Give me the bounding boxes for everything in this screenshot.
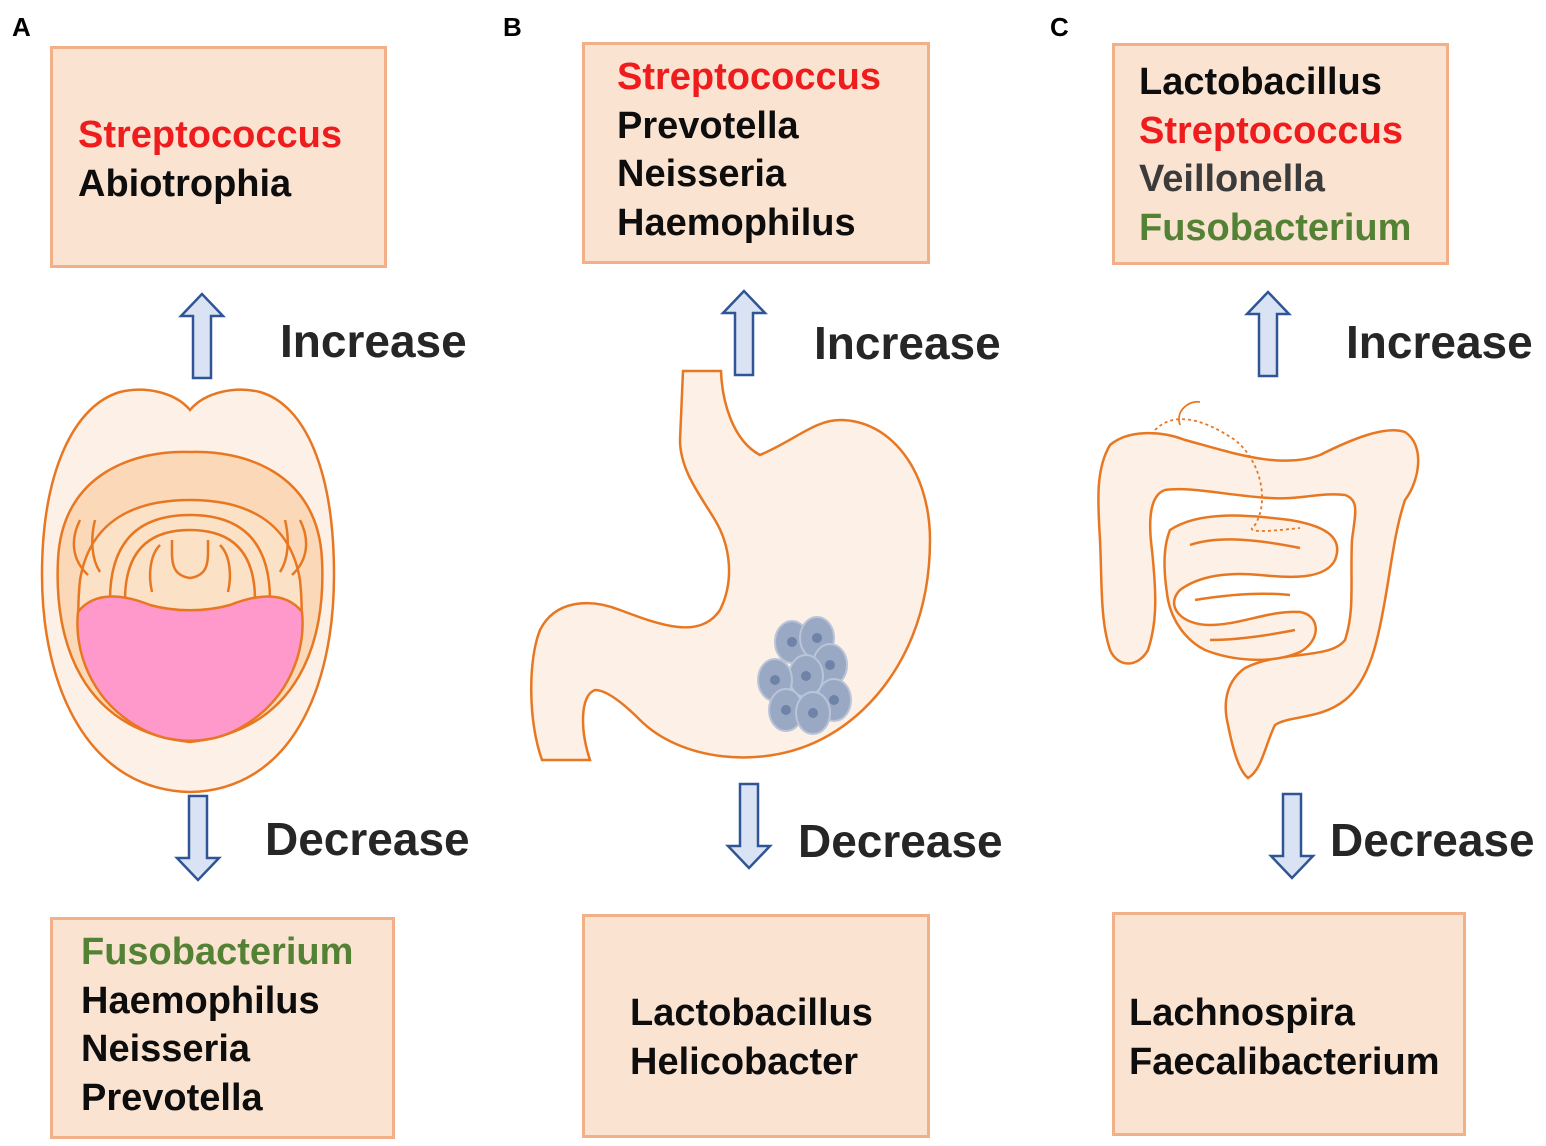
panel-label-a: A	[12, 12, 31, 42]
decrease-label: Decrease	[798, 815, 1003, 867]
decreased-genera-box-b: Lactobacillus Helicobacter	[582, 914, 930, 1138]
decreased-genera-box-a: Fusobacterium Haemophilus Neisseria Prev…	[50, 917, 395, 1139]
increase-arrow-icon	[179, 292, 225, 380]
increase-label: Increase	[1346, 316, 1533, 368]
increase-arrow-icon	[721, 289, 767, 377]
genus-label: Fusobacterium	[81, 931, 354, 973]
mouth-icon	[40, 388, 336, 794]
decrease-arrow-icon	[1269, 792, 1315, 880]
genus-label: Lactobacillus	[630, 992, 873, 1034]
genus-label: Neisseria	[81, 1028, 251, 1070]
increased-genera-box-c: Lactobacillus Streptococcus Veillonella …	[1112, 43, 1449, 265]
genus-label: Haemophilus	[617, 201, 856, 244]
genus-label: Streptococcus	[1139, 109, 1403, 152]
genus-label: Faecalibacterium	[1129, 1040, 1440, 1083]
genus-label: Abiotrophia	[78, 162, 292, 205]
decrease-label: Decrease	[265, 813, 470, 865]
increased-genera-box-b: Streptococcus Prevotella Neisseria Haemo…	[582, 42, 930, 264]
stomach-icon	[530, 369, 932, 762]
increased-genera-box-a: Streptococcus Abiotrophia	[50, 46, 387, 268]
genus-label: Fusobacterium	[1139, 206, 1412, 249]
tumor-icon	[757, 616, 852, 735]
genus-label: Lactobacillus	[1139, 61, 1382, 103]
genus-label: Veillonella	[1139, 158, 1325, 200]
decrease-arrow-icon	[175, 794, 221, 882]
increase-label: Increase	[280, 315, 467, 367]
genus-label: Streptococcus	[78, 114, 342, 156]
increase-label: Increase	[814, 317, 1001, 369]
decrease-label: Decrease	[1330, 814, 1535, 866]
intestine-icon	[1097, 400, 1420, 780]
increase-arrow-icon	[1245, 290, 1291, 378]
genus-label: Neisseria	[617, 153, 787, 195]
panel-label-b: B	[503, 12, 522, 42]
genus-label: Streptococcus	[617, 56, 881, 98]
genus-label: Prevotella	[617, 104, 799, 147]
panel-label-c: C	[1050, 12, 1069, 42]
genus-label: Helicobacter	[630, 1040, 859, 1083]
genus-label: Lachnospira	[1129, 992, 1355, 1034]
decrease-arrow-icon	[726, 782, 772, 870]
genus-label: Prevotella	[81, 1076, 263, 1119]
decreased-genera-box-c: Lachnospira Faecalibacterium	[1112, 912, 1466, 1136]
genus-label: Haemophilus	[81, 979, 320, 1022]
